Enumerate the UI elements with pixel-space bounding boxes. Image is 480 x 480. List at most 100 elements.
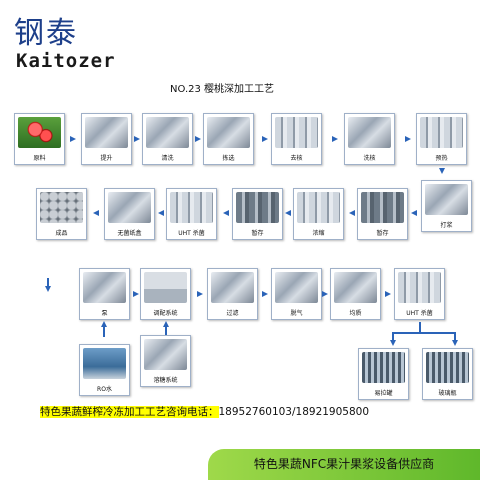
step-label: 易拉罐 [374, 390, 393, 397]
arrow-left-icon [158, 210, 164, 216]
step-uht-2: UHT 杀菌 [394, 268, 445, 320]
arrow-right-icon [262, 136, 268, 142]
step-label: 过滤 [226, 310, 239, 317]
evaporator-photo [297, 192, 340, 223]
storage-tank-photo [361, 192, 404, 223]
branch-line [392, 332, 456, 334]
step-aseptic: 无菌纸盒 [104, 188, 155, 240]
step-label: RO水 [97, 386, 112, 393]
step-label: 调配系统 [153, 310, 178, 317]
arrow-down-icon [45, 286, 51, 292]
step-concentrate: 浓缩 [293, 188, 344, 240]
arrow-left-icon [411, 210, 417, 216]
contact-label: 特色果蔬鲜榨冷冻加工工艺咨询电话： [40, 406, 219, 418]
preheater-photo [420, 117, 463, 148]
step-label: 洗核 [363, 155, 376, 162]
arrow-right-icon [133, 291, 139, 297]
step-label: UHT 杀菌 [178, 230, 205, 237]
phone-numbers: 18952760103/18921905800 [218, 406, 370, 418]
brand-logo-cn: 钢泰 [14, 16, 78, 51]
step-label: 暂存 [376, 230, 389, 237]
arrow-down-icon [390, 340, 396, 346]
sorter-photo [207, 117, 250, 148]
step-label: UHT 杀菌 [406, 310, 433, 317]
step-product: 成品 [36, 188, 87, 240]
step-label: 拣选 [222, 155, 235, 162]
deaerator-photo [275, 272, 318, 303]
arrow-right-icon [134, 136, 140, 142]
step-pump: 泵 [79, 268, 130, 320]
arrow-shaft [392, 332, 394, 340]
step-label: 溶糖系统 [153, 377, 178, 384]
step-label: 脱气 [290, 310, 303, 317]
blending-system-photo [144, 272, 187, 303]
step-label: 预热 [435, 155, 448, 162]
homogenizer-photo [334, 272, 377, 303]
step-hold: 暂存 [357, 188, 408, 240]
supplier-banner: 特色果蔬NFC果汁果浆设备供应商 [208, 449, 480, 480]
pitter-photo [275, 117, 318, 148]
diagram-title: NO.23 樱桃深加工工艺 [170, 84, 275, 95]
step-label: 均质 [349, 310, 362, 317]
arrow-right-icon [322, 291, 328, 297]
step-deaerate: 脱气 [271, 268, 322, 320]
step-lift: 提升 [81, 113, 132, 165]
step-ro-water: RO水 [79, 344, 130, 396]
bottle-filler-photo [426, 352, 469, 383]
step-blend: 调配系统 [140, 268, 191, 320]
step-label: 玻璃瓶 [438, 390, 457, 397]
arrow-right-icon [195, 136, 201, 142]
arrow-up-icon [101, 321, 107, 327]
step-pulp: 打浆 [421, 180, 472, 232]
step-label: 提升 [100, 155, 113, 162]
step-label: 打浆 [440, 222, 453, 229]
arrow-right-icon [70, 136, 76, 142]
product-drums-photo [40, 192, 83, 223]
arrow-left-icon [285, 210, 291, 216]
step-label: 泵 [101, 310, 108, 317]
elevator-photo [85, 117, 128, 148]
step-sort: 拣选 [203, 113, 254, 165]
step-label: 无菌纸盒 [117, 230, 142, 237]
sugar-dissolver-photo [144, 339, 187, 370]
step-glass: 玻璃瓶 [422, 348, 473, 400]
pit-washer-photo [348, 117, 391, 148]
pulper-photo [425, 184, 468, 215]
step-homogenize: 均质 [330, 268, 381, 320]
cherry-photo [18, 117, 61, 148]
aseptic-filler-photo [108, 192, 151, 223]
step-uht: UHT 杀菌 [166, 188, 217, 240]
step-hold-2: 暂存 [232, 188, 283, 240]
step-wash: 清洗 [142, 113, 193, 165]
contact-line: 特色果蔬鲜榨冷冻加工工艺咨询电话：18952760103/18921905800 [40, 404, 369, 419]
arrow-right-icon [197, 291, 203, 297]
step-label: 原料 [33, 155, 46, 162]
arrow-right-icon [385, 291, 391, 297]
step-filter: 过滤 [207, 268, 258, 320]
arrow-up-icon [163, 321, 169, 327]
uht-photo [398, 272, 441, 303]
step-raw: 原料 [14, 113, 65, 165]
arrow-right-icon [405, 136, 411, 142]
filter-photo [211, 272, 254, 303]
can-filler-photo [362, 352, 405, 383]
arrow-shaft [103, 327, 105, 337]
arrow-down-icon [439, 168, 445, 174]
step-preheat: 预热 [416, 113, 467, 165]
step-label: 暂存 [251, 230, 264, 237]
step-label: 浓缩 [312, 230, 325, 237]
brand-logo-en: Kaitozer [16, 50, 116, 72]
arrow-down-icon [452, 340, 458, 346]
arrow-left-icon [223, 210, 229, 216]
arrow-left-icon [93, 210, 99, 216]
arrow-left-icon [349, 210, 355, 216]
arrow-shaft [47, 278, 49, 286]
arrow-shaft [165, 327, 167, 335]
step-label: 去核 [290, 155, 303, 162]
step-wash-pit: 洗核 [344, 113, 395, 165]
step-sugar: 溶糖系统 [140, 335, 191, 387]
uht-photo [170, 192, 213, 223]
branch-line [419, 322, 421, 333]
arrow-right-icon [332, 136, 338, 142]
step-pit: 去核 [271, 113, 322, 165]
